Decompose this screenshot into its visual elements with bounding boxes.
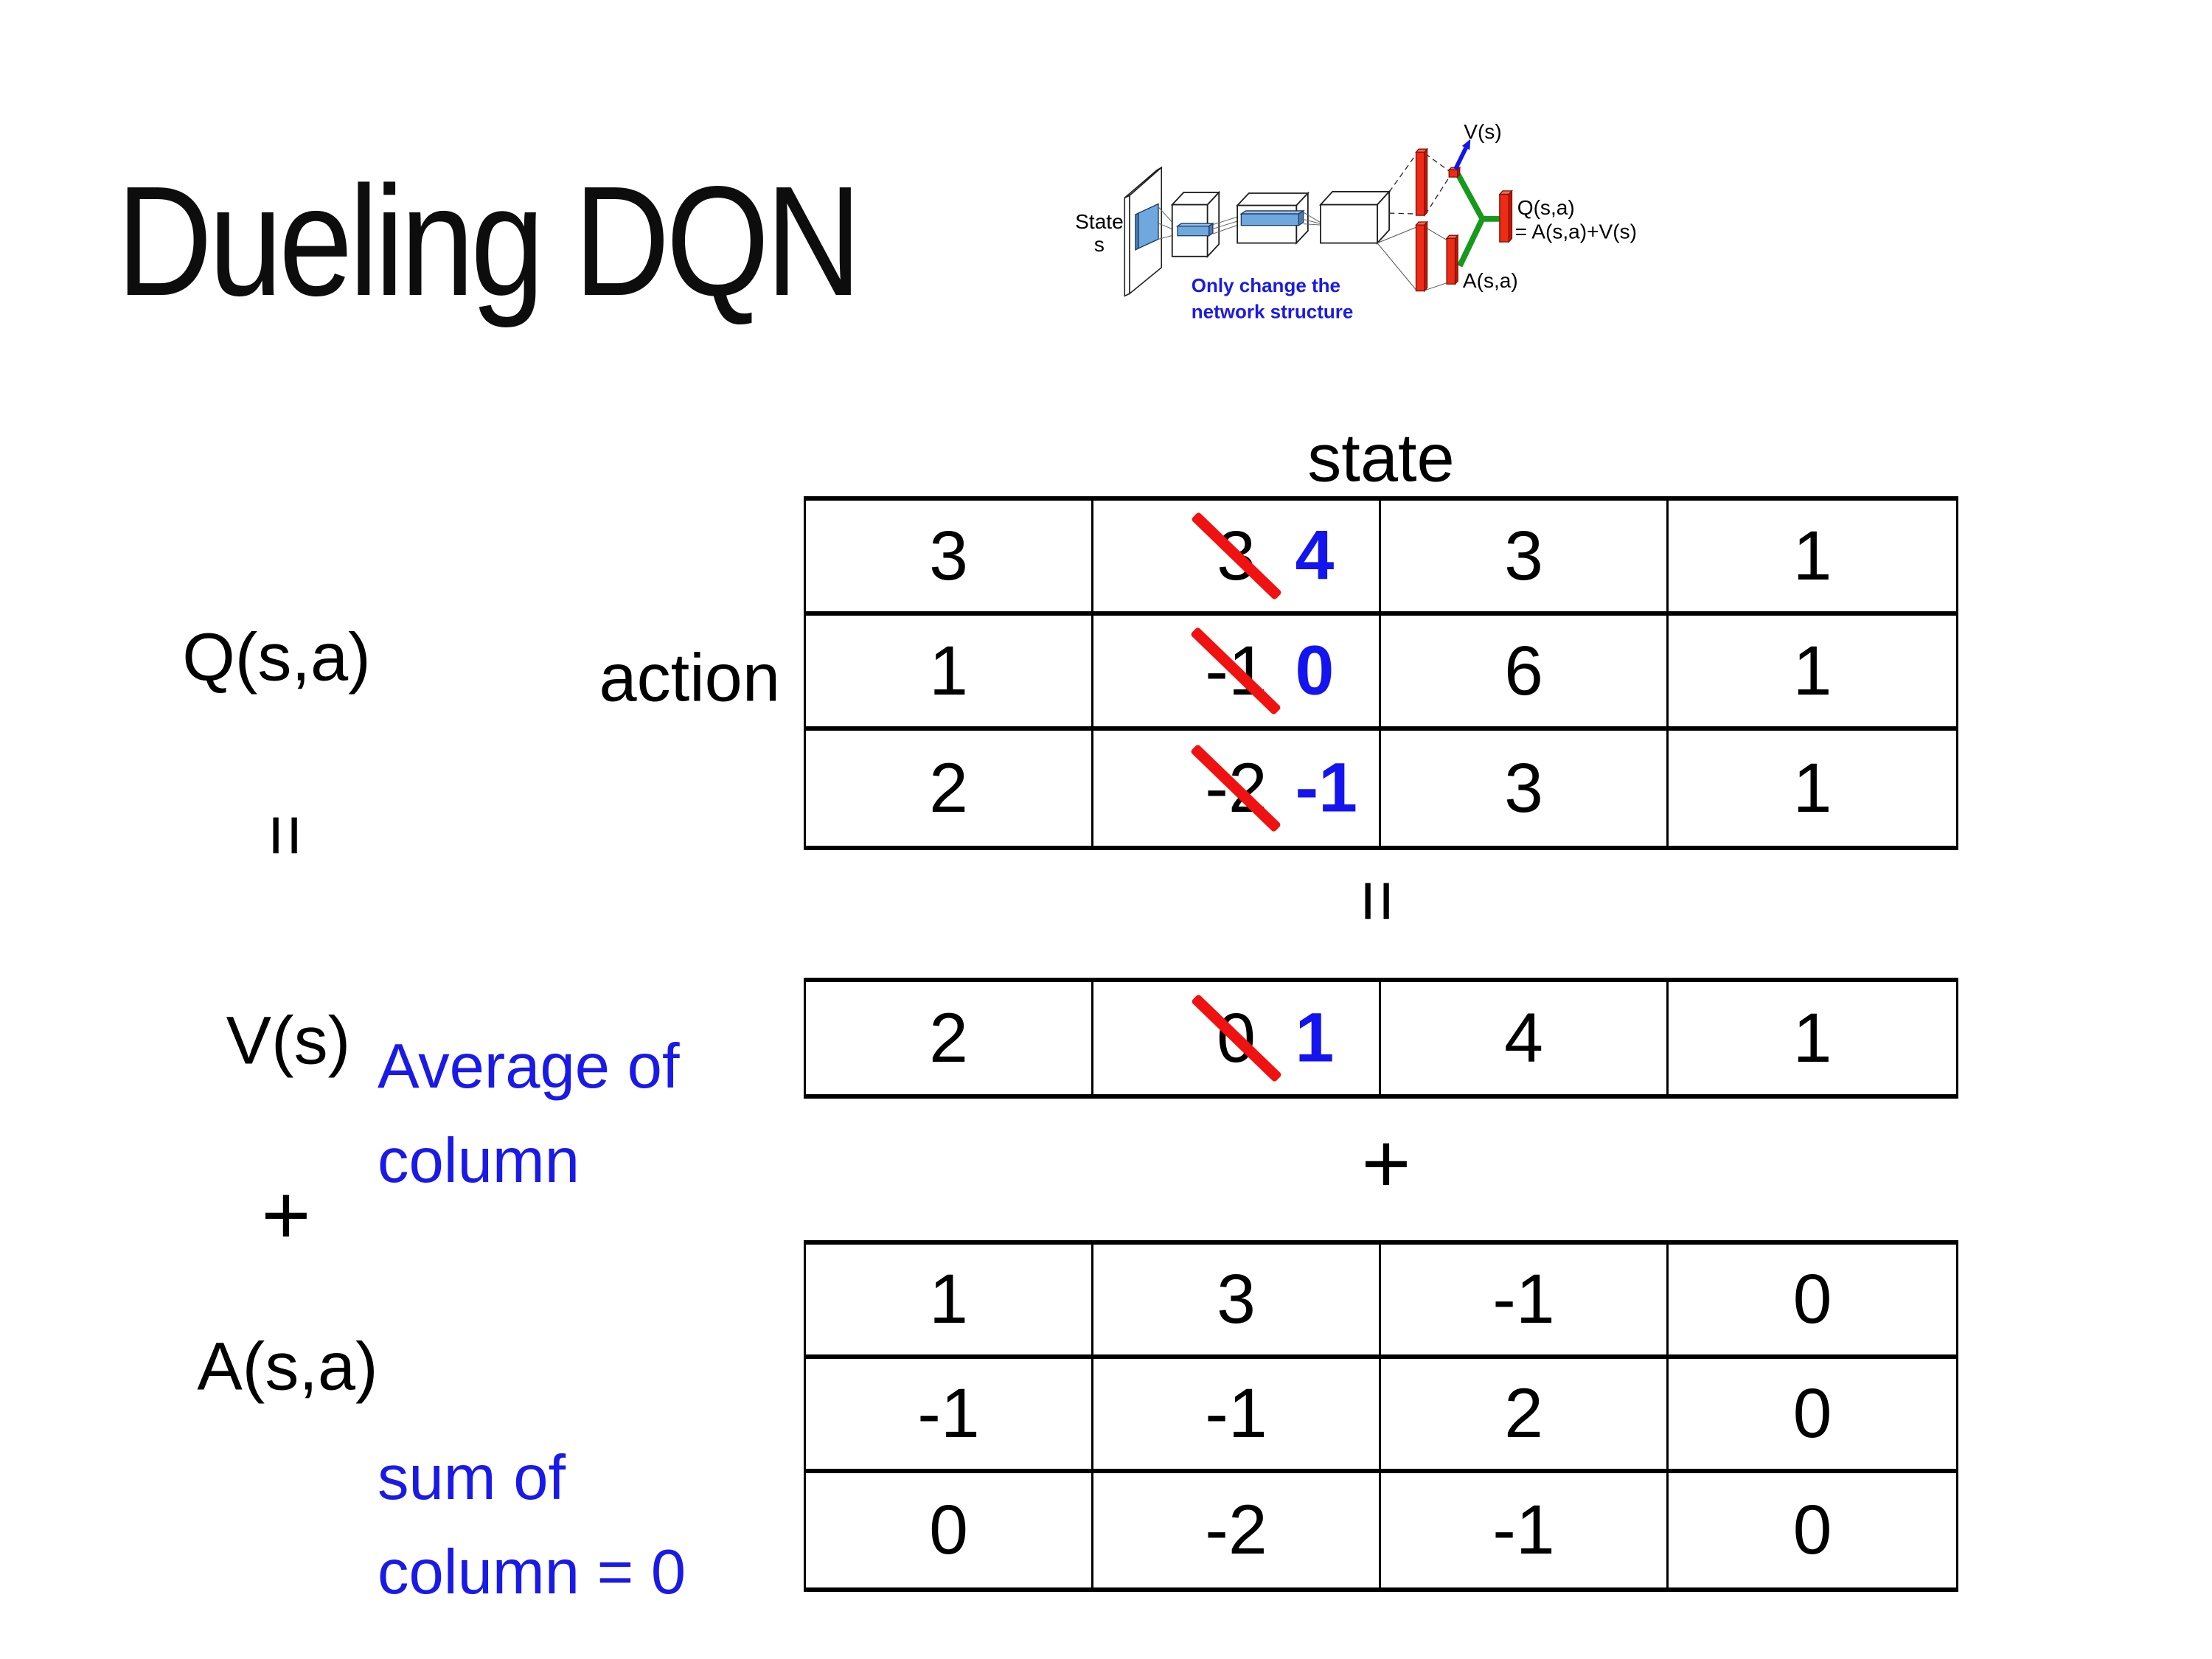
v-cell-c4: 1 — [1792, 998, 1832, 1077]
q-cell-r2c4: 1 — [1669, 616, 1956, 731]
average-note-line1: Average of — [378, 1032, 680, 1102]
feature-slab-1 — [1175, 222, 1214, 237]
new-value: -1 — [1295, 748, 1357, 827]
new-value: 4 — [1295, 516, 1335, 595]
a-cell-r2c2: -1 — [1093, 1359, 1381, 1473]
q-cell-r2c1: 1 — [806, 616, 1093, 731]
q-cell-r2c3: 6 — [1381, 616, 1669, 731]
old-value: 3 — [1190, 511, 1282, 601]
a-output-bar — [1445, 234, 1459, 285]
equals-center: = — [1336, 879, 1419, 923]
v-scalar-node — [1447, 166, 1461, 178]
average-note-line2: column — [378, 1126, 580, 1196]
q-cell-r3c1: 2 — [806, 731, 1093, 846]
q-cell-r1c1: 3 — [806, 501, 1093, 616]
old-value: -1 — [1190, 626, 1282, 716]
equals-left: = — [244, 813, 327, 858]
conv-layer-3 — [1318, 189, 1391, 245]
a-cell-r1c2: 3 — [1093, 1245, 1381, 1359]
v-cell-c2: 0 1 — [1093, 982, 1381, 1094]
q-cell-r3c2: -2 -1 — [1093, 731, 1381, 846]
q-cell-r1c4: 1 — [1669, 501, 1956, 616]
new-value: 0 — [1295, 631, 1335, 710]
new-value: 1 — [1295, 998, 1335, 1077]
advantage-table: 1 3 -1 0 -1 -1 2 0 0 -2 -1 0 — [804, 1240, 1958, 1592]
a-matrix-label: A(s,a) — [197, 1329, 378, 1405]
action-axis-label: action — [599, 640, 781, 716]
v-output-label: V(s) — [1464, 120, 1501, 143]
network-diagram: State s Only change the network structur… — [1075, 120, 1637, 323]
page-title: Dueling DQN — [116, 153, 862, 328]
input-feature-slab — [1135, 203, 1159, 251]
state-input-label-line1: State — [1075, 210, 1124, 233]
q-output-bar — [1498, 189, 1513, 243]
a-output-label: A(s,a) — [1463, 269, 1518, 292]
q-cell-r3c3: 3 — [1381, 731, 1669, 846]
a-cell-r2c3: 2 — [1381, 1359, 1669, 1473]
a-cell-r1c1: 1 — [806, 1245, 1093, 1359]
q-cell-r1c3: 3 — [1381, 501, 1669, 616]
network-note-line2: network structure — [1192, 301, 1354, 323]
a-stream-lines — [1377, 226, 1447, 291]
plus-left: + — [261, 1168, 311, 1262]
q-output-label-line2: = A(s,a)+V(s) — [1515, 220, 1637, 243]
q-cell-r2c2: -1 0 — [1093, 616, 1381, 731]
v-stream-dashed-lines — [1388, 153, 1450, 215]
state-axis-label: state — [1307, 420, 1455, 496]
state-input-label-line2: s — [1094, 233, 1105, 256]
q-value-table: 3 3 4 3 1 1 -1 0 6 1 2 -2 -1 3 1 — [804, 496, 1958, 850]
conv-connection-lines-3 — [1300, 212, 1321, 226]
plus-center: + — [1361, 1116, 1411, 1211]
merge-y-connector — [1455, 173, 1500, 268]
a-cell-r3c3: -1 — [1381, 1473, 1669, 1587]
v-value-table: 2 0 1 4 1 — [804, 978, 1958, 1099]
feature-slab-2 — [1239, 209, 1305, 226]
q-cell-r1c2: 3 4 — [1093, 501, 1381, 616]
sum-note-line2: column = 0 — [378, 1537, 686, 1607]
q-output-label-line1: Q(s,a) — [1517, 196, 1575, 219]
a-cell-r3c4: 0 — [1792, 1491, 1832, 1569]
old-value: -2 — [1190, 743, 1282, 833]
a-cell-r3c1: 0 — [806, 1473, 1093, 1587]
a-cell-r1c4: 0 — [1669, 1245, 1956, 1359]
sum-note-line1: sum of — [378, 1443, 566, 1513]
v-matrix-label: V(s) — [226, 1003, 351, 1079]
a-cell-r2c4: 0 — [1669, 1359, 1956, 1473]
a-cell-r2c1: -1 — [806, 1359, 1093, 1473]
q-matrix-label: Q(s,a) — [182, 619, 371, 695]
v-stream-bar — [1415, 147, 1428, 217]
old-value: 0 — [1190, 993, 1282, 1083]
a-stream-bar — [1415, 220, 1428, 293]
a-cell-r3c2: -2 — [1093, 1473, 1381, 1587]
network-note-line1: Only change the — [1192, 274, 1340, 296]
conv-connection-lines-2 — [1210, 215, 1242, 234]
q-cell-r3c4: 1 — [1792, 748, 1832, 827]
a-cell-r1c3: -1 — [1381, 1245, 1669, 1359]
v-cell-c1: 2 — [806, 982, 1093, 1094]
v-output-arrow — [1453, 139, 1471, 170]
v-cell-c3: 4 — [1381, 982, 1669, 1094]
